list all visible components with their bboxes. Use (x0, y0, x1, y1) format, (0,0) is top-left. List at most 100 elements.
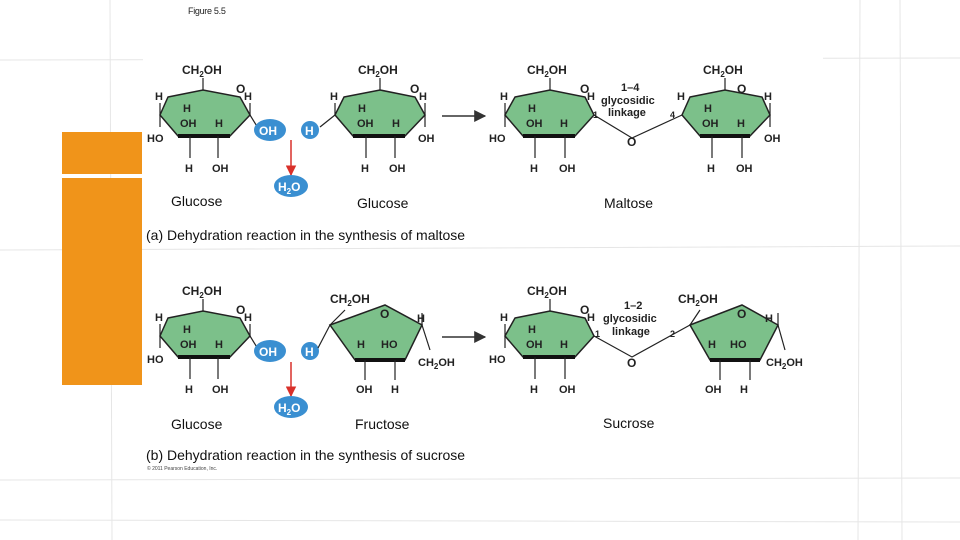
linkage-b-pos-left: 1 (595, 329, 600, 339)
svg-text:H: H (215, 118, 223, 130)
svg-text:CH2OH: CH2OH (678, 292, 718, 308)
svg-text:CH2OH: CH2OH (527, 63, 567, 79)
svg-text:H: H (417, 313, 425, 325)
hydroxyl-highlight-a1 (254, 119, 286, 141)
svg-text:H: H (391, 384, 399, 396)
svg-text:H: H (185, 163, 193, 175)
linkage-a-line1: 1–4 (621, 82, 640, 94)
svg-text:O: O (627, 356, 636, 370)
svg-text:OH: OH (702, 118, 719, 130)
maltose-label: Maltose (604, 195, 654, 211)
svg-text:H: H (764, 91, 772, 103)
svg-text:H: H (244, 312, 252, 324)
svg-text:HO: HO (147, 354, 164, 366)
linkage-b-line3: linkage (612, 326, 650, 338)
svg-text:H: H (330, 91, 338, 103)
sucrose-label: Sucrose (603, 415, 655, 431)
svg-text:HO: HO (489, 133, 506, 145)
fructose-ring-b2: CH2OH O H H HO CH2OH OH H (317, 292, 455, 396)
svg-text:OH: OH (764, 133, 781, 145)
svg-text:HO: HO (489, 354, 506, 366)
orange-accent-bottom (62, 178, 142, 385)
svg-text:H: H (183, 324, 191, 336)
svg-text:OH: OH (180, 339, 197, 351)
hydroxyl-label-b1: OH (259, 345, 277, 359)
svg-text:H: H (677, 91, 685, 103)
svg-text:O: O (580, 82, 589, 96)
linkage-b-pos-right: 2 (670, 329, 675, 339)
caption-b: (b) Dehydration reaction in the synthesi… (146, 447, 466, 463)
svg-text:H: H (704, 103, 712, 115)
hydrogen-label-a2: H (305, 124, 314, 138)
orange-accent-top (62, 132, 142, 174)
hydroxyl-highlight-b1 (254, 340, 286, 362)
svg-text:HO: HO (381, 339, 398, 351)
svg-text:O: O (410, 82, 419, 96)
glucose-ring-a1: CH2OH O H H H OH H HO H OH (147, 63, 259, 175)
svg-text:H: H (587, 312, 595, 324)
svg-text:O: O (236, 303, 245, 317)
water-label-a: H2O (278, 180, 300, 196)
svg-text:OH: OH (389, 163, 406, 175)
svg-text:OH: OH (705, 384, 722, 396)
linkage-a-pos-right: 4 (670, 110, 675, 120)
svg-text:O: O (380, 307, 389, 321)
svg-text:O: O (737, 82, 746, 96)
svg-text:H: H (357, 339, 365, 351)
svg-text:OH: OH (212, 163, 229, 175)
svg-text:H: H (419, 91, 427, 103)
water-badge-a (274, 175, 308, 197)
svg-text:OH: OH (526, 339, 543, 351)
svg-text:OH: OH (418, 133, 435, 145)
svg-text:H: H (740, 384, 748, 396)
linkage-b-line1: 1–2 (624, 300, 642, 312)
glucose-ring-a2: CH2OH O H H H OH H OH H OH (319, 63, 435, 175)
svg-text:OH: OH (180, 118, 197, 130)
svg-text:CH2OH: CH2OH (418, 357, 455, 371)
hydrogen-label-b2: H (305, 345, 314, 359)
maltose-molecule: CH2OH CH2OH O O H H H H H H OH H OH H HO… (489, 63, 781, 175)
svg-text:H: H (361, 163, 369, 175)
panel-b-background (143, 268, 823, 468)
sucrose-molecule: CH2OH CH2OH O O H H H H OH H H HO HO CH2… (489, 284, 803, 396)
svg-text:O: O (580, 303, 589, 317)
svg-text:H: H (587, 91, 595, 103)
linkage-a-line2: glycosidic (601, 95, 655, 107)
svg-text:OH: OH (356, 384, 373, 396)
svg-text:O: O (737, 307, 746, 321)
svg-text:CH2OH: CH2OH (527, 284, 567, 300)
svg-text:H: H (707, 163, 715, 175)
caption-a: (a) Dehydration reaction in the synthesi… (146, 227, 466, 243)
hydroxyl-label-a1: OH (259, 124, 277, 138)
ch2oh-label: CH2OH (182, 63, 222, 79)
svg-text:CH2OH: CH2OH (330, 292, 370, 308)
svg-text:H: H (528, 103, 536, 115)
svg-text:H: H (185, 384, 193, 396)
linkage-b-line2: glycosidic (603, 313, 657, 325)
figure-label: Figure 5.5 (188, 6, 226, 16)
svg-text:H: H (155, 91, 163, 103)
svg-text:H: H (560, 118, 568, 130)
svg-text:H: H (530, 384, 538, 396)
svg-text:CH2OH: CH2OH (766, 357, 803, 371)
panel-a-background (143, 45, 823, 245)
copyright-notice: © 2011 Pearson Education, Inc. (147, 466, 218, 472)
svg-text:OH: OH (559, 163, 576, 175)
svg-text:HO: HO (730, 339, 747, 351)
svg-text:H: H (500, 91, 508, 103)
svg-text:CH2OH: CH2OH (358, 63, 398, 79)
svg-text:CH2OH: CH2OH (182, 284, 222, 300)
glucose-ring-b1: CH2OH O H H H OH H HO H OH (147, 284, 259, 396)
svg-text:OH: OH (736, 163, 753, 175)
ring-oxygen-label: O (236, 82, 245, 96)
svg-text:OH: OH (559, 384, 576, 396)
svg-text:H: H (560, 339, 568, 351)
svg-text:H: H (765, 313, 773, 325)
svg-text:H: H (737, 118, 745, 130)
fructose-label: Fructose (355, 416, 410, 432)
svg-text:CH2OH: CH2OH (703, 63, 743, 79)
svg-text:OH: OH (526, 118, 543, 130)
water-label-b: H2O (278, 401, 300, 417)
glucose-label-a2: Glucose (357, 195, 409, 211)
